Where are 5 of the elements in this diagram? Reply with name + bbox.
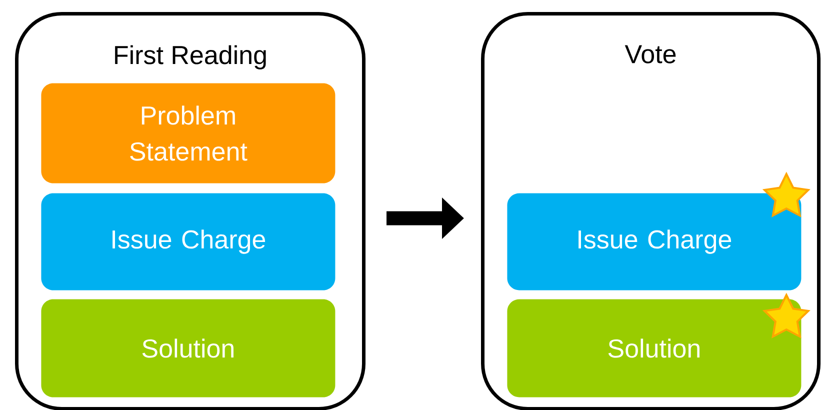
process-box: Solution [507, 299, 802, 398]
process-box: Solution [41, 299, 336, 398]
process-box: Problem Statement [41, 83, 336, 184]
process-box: Issue Charge [507, 193, 802, 290]
process-box: Issue Charge [41, 193, 336, 290]
